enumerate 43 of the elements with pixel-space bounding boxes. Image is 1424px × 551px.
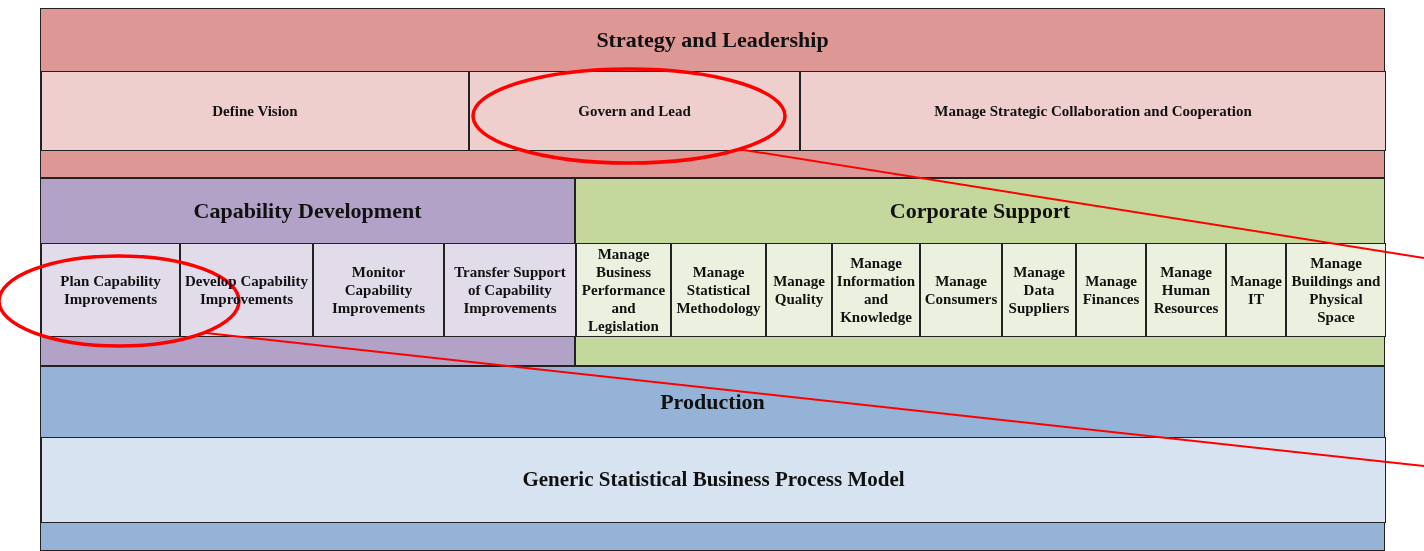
activity-cell [41, 243, 180, 337]
activity-label: Manage Statistical Methodology [675, 263, 762, 317]
activity-label: Define Vision [212, 102, 298, 120]
activity-label: Manage Business Performance and Legislation [580, 245, 667, 335]
activity-cell [766, 243, 832, 337]
highlight-ellipse [471, 67, 787, 165]
activity-label: Manage Data Suppliers [1007, 263, 1071, 317]
activity-cell [800, 71, 1386, 151]
activity-cell [1286, 243, 1386, 337]
group-title: Production [660, 389, 765, 415]
activity-cell [671, 243, 766, 337]
group-title: Capability Development [193, 198, 422, 224]
activity-cell [469, 71, 800, 151]
activity-label: Manage Strategic Collaboration and Cooperation [934, 102, 1252, 120]
activity-cell [41, 437, 1386, 523]
activity-cell [180, 243, 313, 337]
activity-label: Transfer Support of Capability Improvements [453, 263, 567, 317]
group-title: Corporate Support [889, 198, 1071, 224]
activity-cell [832, 243, 920, 337]
activity-cell [41, 71, 469, 151]
activity-cell [1226, 243, 1286, 337]
activity-label: Govern and Lead [578, 102, 691, 120]
activity-label: Manage Buildings and Physical Space [1290, 254, 1382, 326]
activity-label: Manage Consumers [924, 272, 998, 308]
activity-cell [920, 243, 1002, 337]
group-title: Strategy and Leadership [596, 27, 829, 53]
activity-cell [1002, 243, 1076, 337]
activity-label: Manage Human Resources [1152, 263, 1220, 317]
process-group-band [40, 366, 1385, 551]
activity-label: Manage IT [1230, 272, 1282, 308]
activity-label: Monitor Capability Improvements [330, 263, 426, 317]
activity-cell [1076, 243, 1146, 337]
process-group-band [40, 178, 575, 366]
activity-label: Manage Quality [772, 272, 826, 308]
activity-label: Manage Information and Knowledge [836, 254, 916, 326]
activity-cell [1146, 243, 1226, 337]
activity-label: Generic Statistical Business Process Model [522, 467, 905, 493]
process-group-band [575, 178, 1385, 366]
activity-cell [313, 243, 444, 337]
activity-cell [444, 243, 576, 337]
activity-label: Plan Capability Improvements [59, 272, 162, 308]
process-group-band [40, 8, 1385, 178]
activity-label: Manage Finances [1081, 272, 1141, 308]
